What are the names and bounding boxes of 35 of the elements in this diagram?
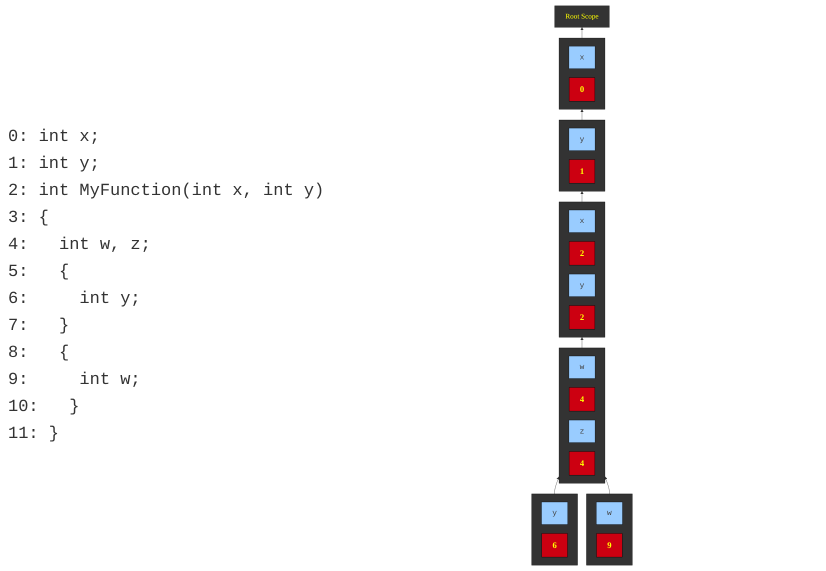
node-box [541,502,568,525]
node-box [568,241,596,266]
code-line: 7: } [8,316,70,338]
node-box [596,533,622,558]
code-line: 3: { [8,208,50,230]
node-box [568,128,596,151]
node-box [568,356,596,379]
node-box [568,210,596,233]
code-line: 10: } [8,396,80,418]
code-line: 9: int w; [8,370,142,392]
node-box [568,305,596,330]
cluster [558,348,606,484]
node-box [596,502,623,525]
cluster [558,38,606,110]
code-line: 5: { [8,262,70,284]
code-line: 0: int x; [8,126,101,148]
node-box [568,46,596,69]
code-line: 6: int y; [8,288,142,310]
code-line: 4: int w, z; [8,234,152,256]
code-line: 2: int MyFunction(int x, int y) [8,180,326,202]
node-box [568,387,596,412]
node-box [554,6,610,28]
node-box [568,451,596,476]
node-box [542,533,568,558]
node-box [568,420,596,443]
cluster [558,120,606,192]
code-line: 11: } [8,424,60,446]
node-box [568,77,596,102]
node-box [568,274,596,297]
node-box [568,159,596,184]
cluster [558,202,606,338]
cluster [586,494,633,566]
code-line: 8: { [8,342,70,364]
code-line: 1: int y; [8,154,101,176]
cluster [531,494,578,566]
